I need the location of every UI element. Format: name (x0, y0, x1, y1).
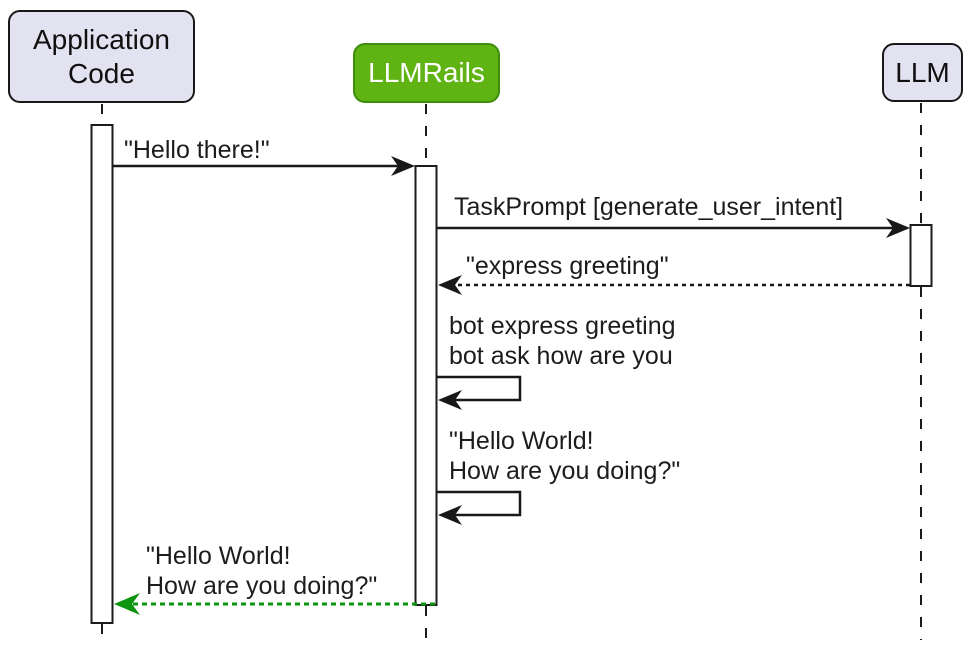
arrowhead-right-icon (391, 156, 415, 176)
activation-bar-llm (909, 224, 933, 287)
arrow-hello-there (112, 156, 415, 176)
arrow-self-bot-utterance (436, 490, 522, 525)
arrowhead-left-icon (438, 505, 462, 525)
arrow-final-response (114, 593, 435, 615)
arrowhead-left-green-icon (114, 593, 140, 615)
participant-llm-label: LLM (895, 56, 950, 88)
arrow-express-greeting (438, 275, 910, 295)
arrowhead-left-icon (438, 390, 462, 410)
participant-llm: LLM (882, 43, 963, 102)
arrowhead-left-icon (438, 275, 462, 295)
message-label-bot-intent: bot express greeting bot ask how are you (449, 312, 676, 370)
message-label-express-greeting: "express greeting" (466, 252, 669, 280)
activation-bars (90, 124, 933, 624)
participant-application-code-label: Application Code (33, 23, 170, 89)
participant-llmrails-label: LLMRails (368, 57, 485, 88)
message-label-bot-utterance: "Hello World! How are you doing?" (449, 427, 681, 485)
arrow-task-prompt (436, 218, 910, 238)
message-label-final-response: "Hello World! How are you doing?" (146, 542, 378, 600)
message-label-hello-there: "Hello there!" (124, 136, 270, 164)
activation-bar-application-code (90, 124, 114, 624)
participant-llmrails: LLMRails (353, 43, 500, 103)
participant-application-code: Application Code (8, 10, 195, 103)
arrow-self-bot-intent (436, 375, 522, 410)
activation-bar-llmrails (414, 165, 438, 606)
lifelines (101, 103, 922, 640)
message-label-task-prompt: TaskPrompt [generate_user_intent] (454, 193, 844, 221)
arrowhead-right-icon (886, 218, 910, 238)
